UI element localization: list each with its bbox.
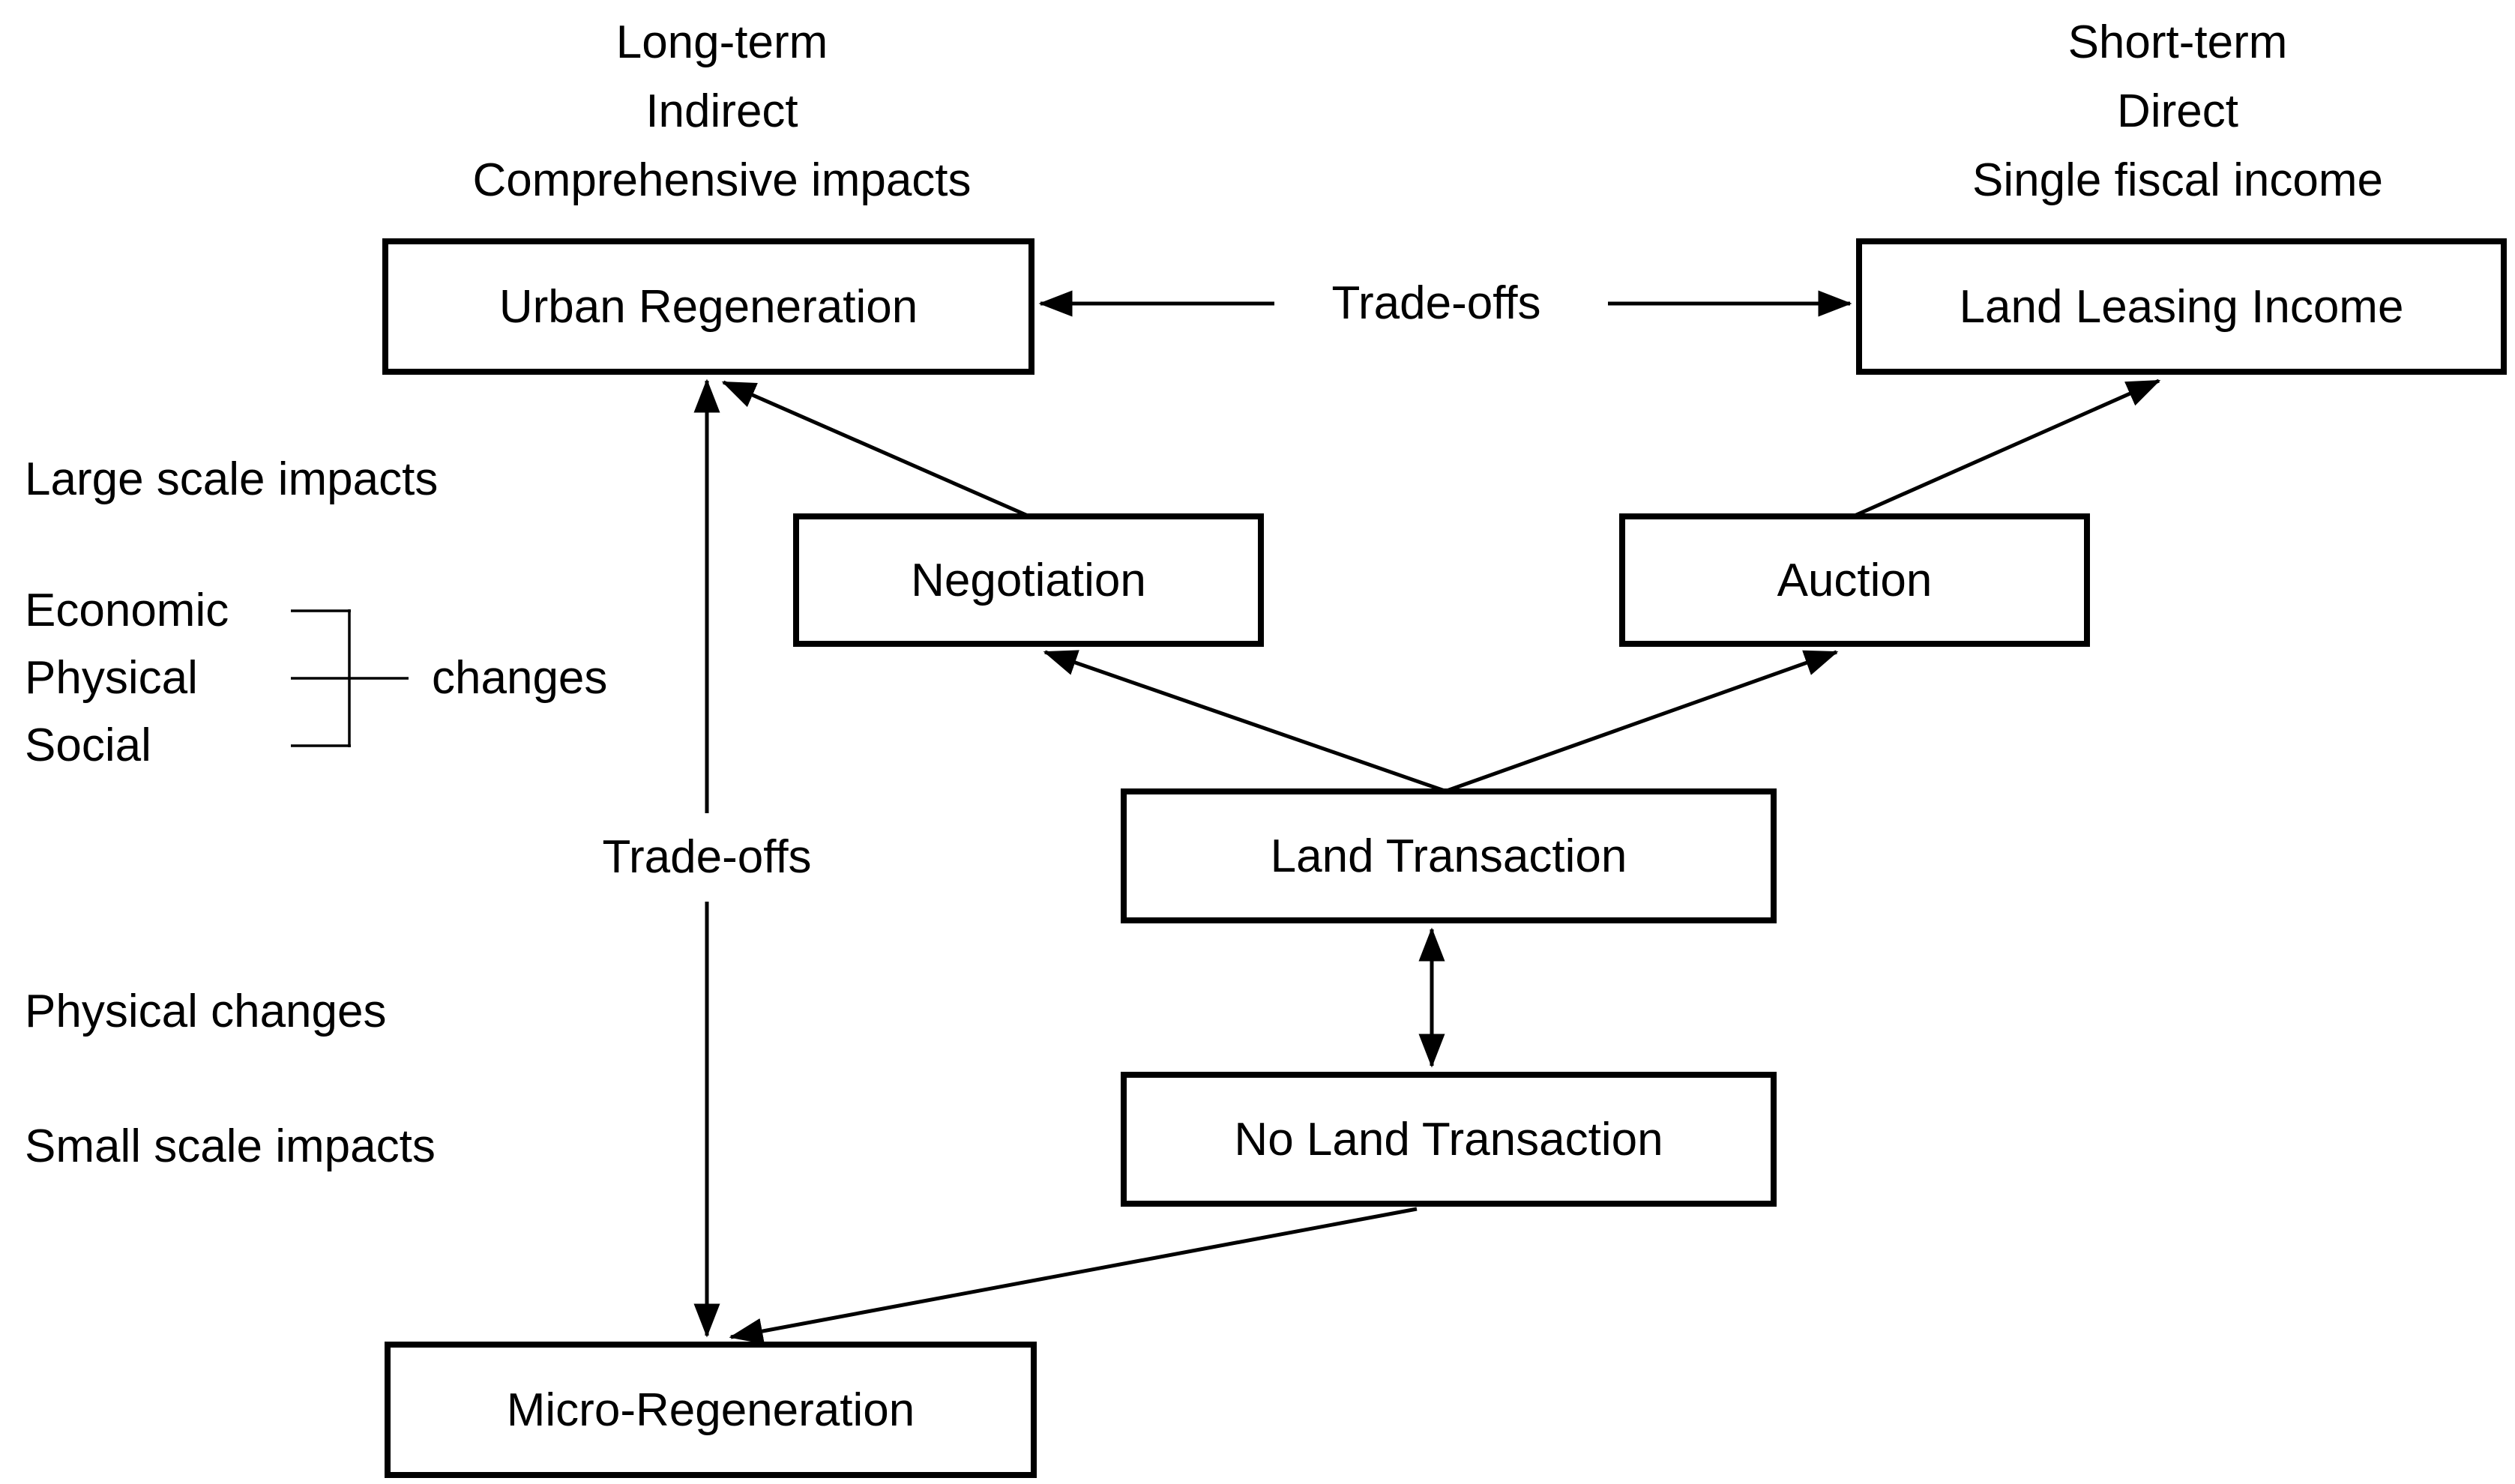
node-land-transaction: Land Transaction <box>1121 788 1777 923</box>
header-long-term-line2: Indirect <box>645 85 798 137</box>
arrow-auction-to-land-leasing-income <box>1853 378 2161 518</box>
label-large-scale-impacts: Large scale impacts <box>25 453 439 505</box>
arrow-land-transaction-to-auction <box>1446 650 1839 793</box>
header-long-term-line1: Long-term <box>615 16 828 68</box>
node-land-leasing-income-label: Land Leasing Income <box>1959 280 2404 333</box>
label-social: Social <box>25 720 151 771</box>
label-physical-changes: Physical changes <box>25 986 387 1037</box>
label-physical: Physical <box>25 652 198 704</box>
header-short-term-line3: Single fiscal income <box>1972 154 2383 206</box>
header-short-term-line1: Short-term <box>2067 16 2288 68</box>
node-no-land-transaction: No Land Transaction <box>1121 1072 1777 1207</box>
label-trade-offs-top: Trade-offs <box>1331 277 1541 329</box>
node-micro-regeneration: Micro-Regeneration <box>385 1342 1037 1478</box>
arrow-negotiation-to-urban-regeneration <box>721 380 1029 518</box>
arrow-land-transaction-to-negotiation <box>1043 650 1445 793</box>
node-urban-regeneration: Urban Regeneration <box>382 238 1034 375</box>
node-land-transaction-label: Land Transaction <box>1270 830 1627 882</box>
node-auction-label: Auction <box>1777 554 1933 606</box>
node-negotiation: Negotiation <box>793 513 1264 647</box>
header-short-term-line2: Direct <box>2117 85 2238 137</box>
node-auction: Auction <box>1619 513 2090 647</box>
arrow-no-land-transaction-to-micro-regeneration <box>729 1207 1418 1345</box>
node-no-land-transaction-label: No Land Transaction <box>1234 1113 1663 1165</box>
label-small-scale-impacts: Small scale impacts <box>25 1120 436 1172</box>
node-negotiation-label: Negotiation <box>911 554 1146 606</box>
node-micro-regeneration-label: Micro-Regeneration <box>506 1384 915 1436</box>
header-short-term: Short-term Direct Single fiscal income <box>1972 8 2383 215</box>
node-land-leasing-income: Land Leasing Income <box>1856 238 2507 375</box>
header-long-term-line3: Comprehensive impacts <box>472 154 972 206</box>
node-urban-regeneration-label: Urban Regeneration <box>499 280 918 333</box>
header-long-term: Long-term Indirect Comprehensive impacts <box>472 8 971 215</box>
label-economic: Economic <box>25 585 229 636</box>
label-trade-offs-vertical: Trade-offs <box>587 813 827 902</box>
label-changes: changes <box>432 652 608 704</box>
